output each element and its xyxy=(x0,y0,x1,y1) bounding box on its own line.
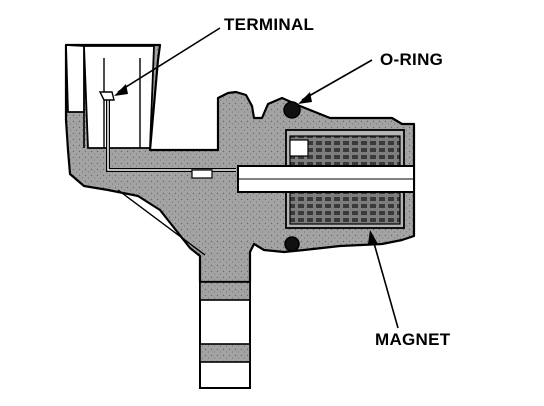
terminal-label: TERMINAL xyxy=(224,15,315,34)
stem xyxy=(199,281,251,389)
o-rings xyxy=(283,101,301,252)
magnet-label: MAGNET xyxy=(375,330,451,349)
leader-lines xyxy=(114,27,399,329)
connector-cavity xyxy=(65,44,155,149)
o-ring-label: O-RING xyxy=(380,50,444,69)
magnet-core xyxy=(191,165,415,193)
